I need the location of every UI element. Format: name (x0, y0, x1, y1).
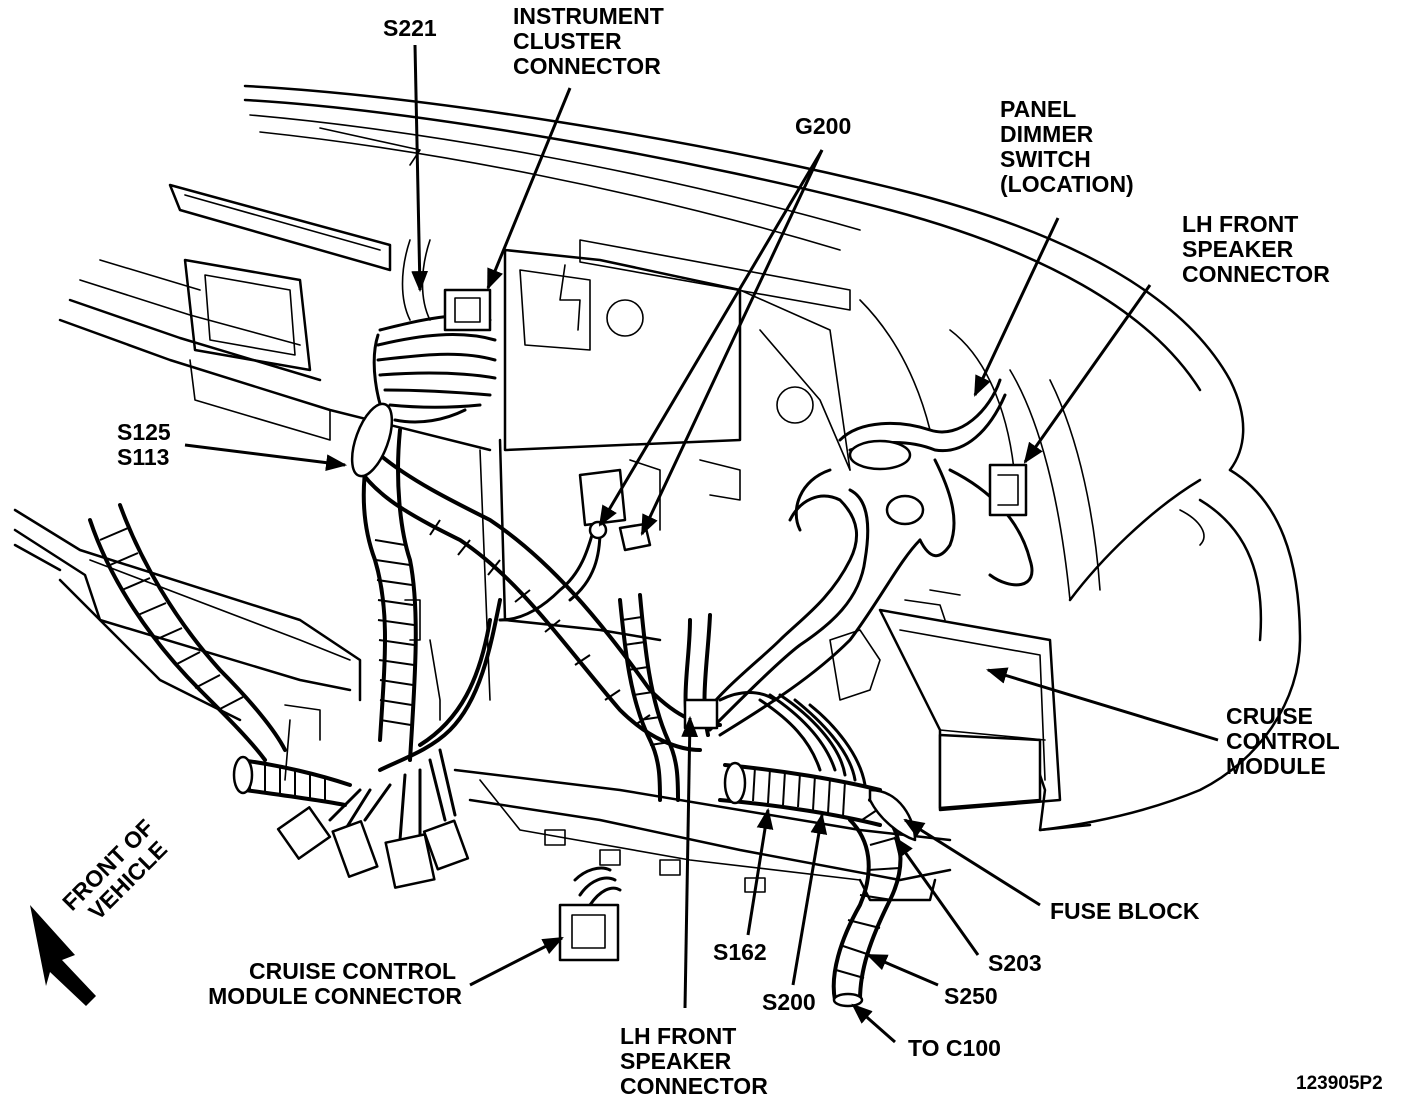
label-panel-dimmer-switch: PANEL DIMMER SWITCH (LOCATION) (1000, 96, 1134, 197)
label-s125: S125 (117, 419, 171, 445)
label-s200: S200 (762, 989, 816, 1015)
label-fuse-block: FUSE BLOCK (1050, 898, 1200, 924)
instrument-panel-structure (13, 84, 1302, 902)
label-lh-front-speaker-connector-bottom: LH FRONT SPEAKER CONNECTOR (620, 1023, 768, 1099)
label-s162: S162 (713, 939, 767, 965)
callout-leaders (184, 44, 1219, 1044)
callout-labels: S221 INSTRUMENT CLUSTER CONNECTOR G200 P… (57, 3, 1383, 1099)
label-cruise-control-module-connector: CRUISE CONTROL MODULE CONNECTOR (208, 958, 462, 1009)
label-s250: S250 (944, 983, 998, 1009)
label-s221: S221 (383, 15, 437, 41)
label-instrument-cluster-connector: INSTRUMENT CLUSTER CONNECTOR (513, 3, 670, 79)
front-of-vehicle-arrow-icon (30, 905, 96, 1006)
label-cruise-control-module: CRUISE CONTROL MODULE (1226, 703, 1346, 779)
label-g200: G200 (795, 113, 851, 139)
label-s203: S203 (988, 950, 1042, 976)
label-front-of-vehicle: FRONT OF VEHICLE (57, 810, 181, 934)
label-lh-front-speaker-connector-top: LH FRONT SPEAKER CONNECTOR (1182, 211, 1330, 287)
label-to-c100: TO C100 (908, 1035, 1001, 1061)
label-s113: S113 (117, 444, 169, 470)
figure-id: 123905P2 (1296, 1073, 1383, 1094)
